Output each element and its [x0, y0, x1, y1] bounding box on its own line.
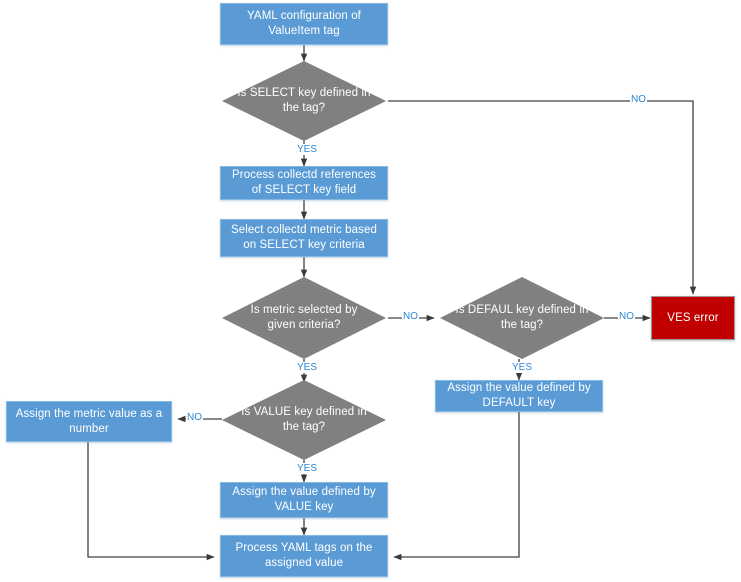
edge-label-metric-yes: YES: [296, 362, 319, 373]
edge-select-no: [388, 100, 697, 295]
node-assign-metric-number-label: Assign the metric value as a number: [15, 407, 163, 435]
node-select-collectd-metric[interactable]: Select collectd metric based on SELECT k…: [220, 219, 388, 257]
edge-label-value-yes: YES: [296, 463, 319, 474]
node-select-collectd-metric-label: Select collectd metric based on SELECT k…: [231, 224, 377, 251]
node-process-yaml-tags-label: Process YAML tags on the assigned value: [235, 542, 373, 569]
edge-label-select-yes: YES: [296, 144, 319, 155]
node-assign-metric-number[interactable]: Assign the metric value as a number: [6, 401, 172, 442]
edge-label-default-yes: YES: [511, 362, 534, 373]
node-decision-value-key-label: Is VALUE key defined in the tag?: [241, 406, 367, 433]
node-process-collectd-references[interactable]: Process collectd references of SELECT ke…: [220, 166, 388, 200]
node-assign-default-value[interactable]: Assign the value defined by DEFAULT key: [435, 380, 603, 412]
node-decision-metric-selected[interactable]: Is metric selected by given criteria?: [222, 277, 386, 359]
node-decision-default-key-label: Is DEFAUL key defined in the tag?: [455, 304, 589, 331]
edge-label-default-no: NO: [618, 311, 635, 322]
node-decision-select-key-label: Is SELECT key defined in the tag?: [237, 87, 371, 114]
node-process-yaml-tags[interactable]: Process YAML tags on the assigned value: [220, 535, 388, 577]
node-assign-value-key-label: Assign the value defined by VALUE key: [232, 486, 376, 513]
node-decision-default-key[interactable]: Is DEFAUL key defined in the tag?: [440, 277, 604, 359]
edge-label-metric-no: NO: [402, 311, 419, 322]
edge-assigndef-to-procyaml: [393, 412, 520, 561]
node-start[interactable]: YAML configuration of ValueItem tag: [220, 3, 388, 45]
node-process-collectd-references-label: Process collectd references of SELECT ke…: [232, 169, 376, 196]
node-start-label: YAML configuration of ValueItem tag: [247, 10, 361, 37]
node-assign-default-value-label: Assign the value defined by DEFAULT key: [447, 382, 591, 409]
node-ves-error[interactable]: VES error: [651, 296, 735, 340]
edge-assignnum-to-procyaml: [87, 442, 215, 561]
node-decision-metric-selected-label: Is metric selected by given criteria?: [250, 304, 358, 331]
edge-label-select-no: NO: [630, 94, 647, 105]
node-decision-select-key[interactable]: Is SELECT key defined in the tag?: [222, 61, 386, 141]
node-ves-error-label: VES error: [667, 311, 719, 324]
node-assign-value-key[interactable]: Assign the value defined by VALUE key: [220, 482, 388, 518]
edge-label-value-no: NO: [186, 412, 203, 423]
node-decision-value-key[interactable]: Is VALUE key defined in the tag?: [222, 380, 386, 460]
